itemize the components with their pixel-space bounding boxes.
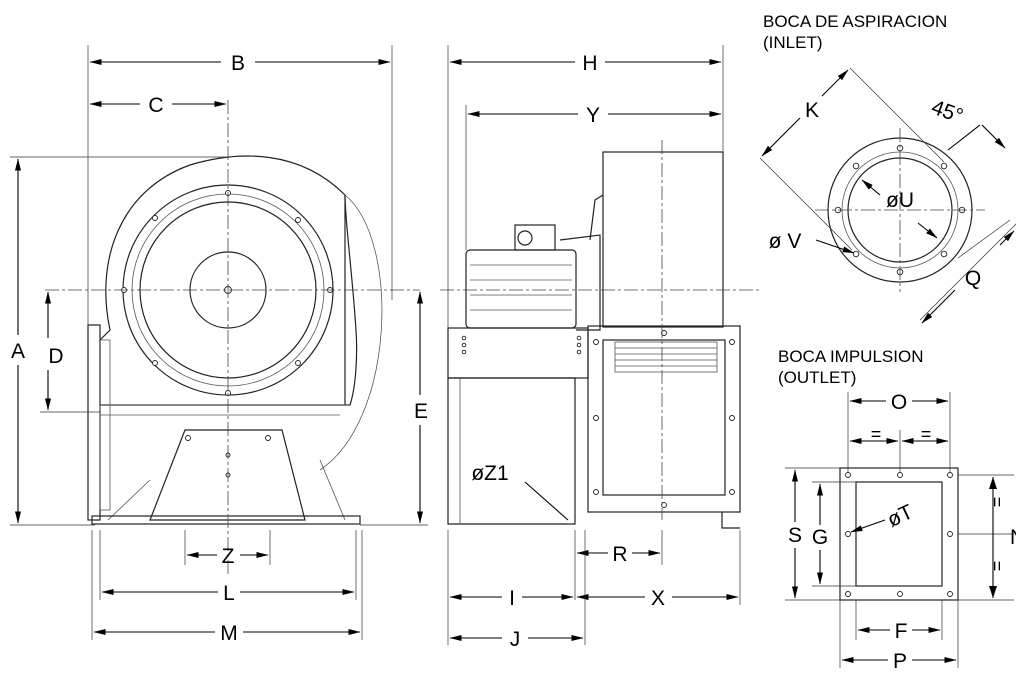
dim-z: Z (222, 545, 235, 568)
front-view (45, 100, 420, 575)
side-dimensions: H Y øZ1 R I X J (447, 45, 741, 651)
outlet-flange-side (587, 325, 741, 513)
dim-m: M (220, 622, 238, 645)
outlet-duct (99, 339, 111, 511)
inlet-title-es: BOCA DE ASPIRACION (763, 12, 947, 31)
dim-a: A (11, 340, 25, 363)
dim-o: O (891, 391, 907, 414)
terminal-box (514, 224, 556, 251)
dim-g: G (812, 526, 828, 549)
outlet-flange-left (87, 324, 101, 521)
outlet-grille (614, 341, 718, 373)
inlet-detail: BOCA DE ASPIRACION (INLET) K 45° Q (759, 12, 1016, 324)
eq-right: = (921, 424, 932, 444)
dim-u: øU (886, 189, 914, 212)
dim-p: P (893, 650, 907, 673)
pedestal (149, 429, 306, 521)
front-dimensions: B C A D E Z L M (10, 45, 428, 645)
eq-left: = (871, 424, 882, 444)
side-support (447, 327, 589, 379)
dim-h: H (582, 52, 597, 75)
dim-y: Y (586, 104, 600, 127)
scroll-outer-curve (319, 194, 383, 471)
base-plate (91, 515, 361, 525)
outlet-detail: BOCA IMPULSION (OUTLET) O = = S (778, 347, 1016, 673)
motor (465, 249, 577, 329)
dim-f: F (895, 620, 908, 643)
outlet-title-en: (OUTLET) (778, 368, 856, 387)
dim-z1: øZ1 (471, 462, 508, 485)
outlet-flange (839, 467, 959, 601)
dim-c: C (148, 94, 163, 117)
side-base (447, 377, 576, 525)
dim-n: N (1010, 526, 1016, 549)
dim-r: R (612, 543, 627, 566)
dim-s: S (788, 524, 802, 547)
eq-lower: = (987, 561, 1007, 572)
eq-upper: = (987, 497, 1007, 508)
dim-i: I (509, 587, 515, 610)
side-view (440, 140, 760, 529)
dim-d: D (48, 345, 63, 368)
inlet-angle: 45° (928, 96, 966, 128)
dim-x: X (651, 587, 665, 610)
outlet-title-es: BOCA IMPULSION (778, 347, 923, 366)
dim-q: Q (965, 267, 981, 290)
scroll-housing (99, 155, 358, 406)
dim-t: øT (884, 500, 917, 532)
dim-j: J (510, 628, 521, 651)
dim-l: L (223, 582, 235, 605)
dim-b: B (231, 52, 245, 75)
outlet-opening (855, 481, 943, 587)
inlet-title-en: (INLET) (763, 33, 823, 52)
dim-e: E (414, 400, 428, 423)
dim-k: K (805, 99, 819, 122)
dim-v: ø V (769, 230, 802, 253)
side-housing (602, 151, 724, 328)
